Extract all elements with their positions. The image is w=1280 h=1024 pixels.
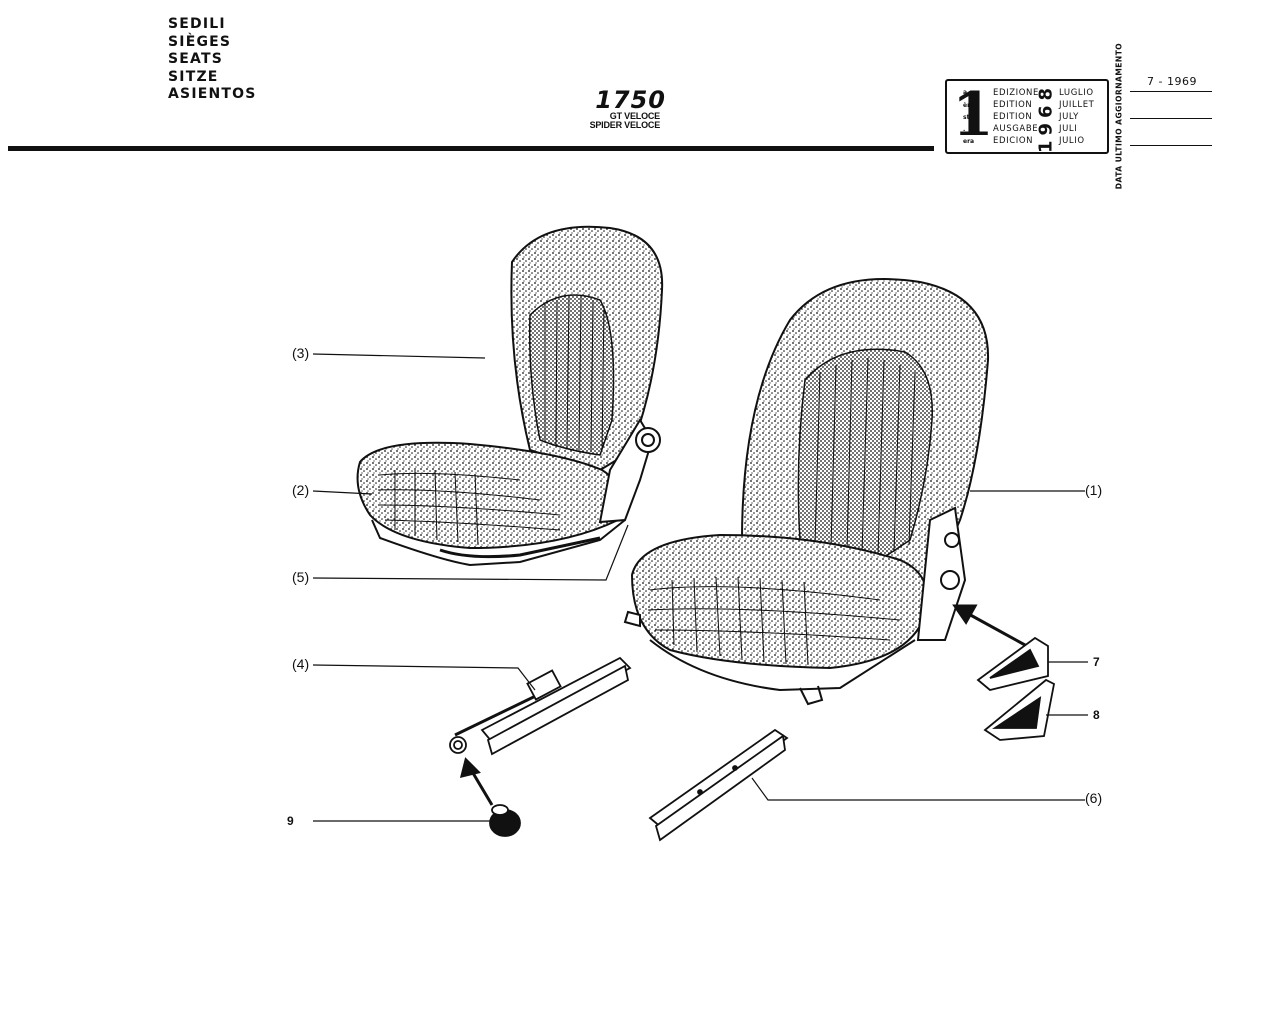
edition-month: JULI [1059, 124, 1078, 134]
edition-month: JUILLET [1059, 100, 1095, 110]
front-seat-frame [649, 639, 916, 692]
update-line [1130, 91, 1212, 92]
title-french: SIÈGES [168, 33, 232, 50]
last-update-date: 7 - 1969 [1147, 75, 1197, 88]
callout-1: (1) [1085, 482, 1103, 498]
title-german: SITZE [168, 68, 219, 85]
edition-word: EDITION [993, 112, 1033, 122]
update-line [1130, 145, 1212, 146]
callout-5: (5) [292, 569, 310, 585]
section-titles: SEDILI SIÈGES SEATS SITZE ASIENTOS [168, 16, 257, 104]
title-english: SEATS [168, 51, 224, 67]
rear-seat-backrest-panel [528, 294, 615, 456]
update-line [1130, 118, 1212, 119]
title-italian: SEDILI [168, 16, 226, 32]
edition-superscript: . [963, 126, 966, 133]
callout-6: (6) [1085, 790, 1103, 806]
edition-word: AUSGABE [993, 124, 1039, 134]
bracket-8 [983, 678, 1056, 741]
callout-8: 8 [1093, 708, 1100, 722]
leader-lines [312, 353, 1088, 822]
callout-7: 7 [1093, 655, 1100, 669]
leader-5 [312, 524, 629, 581]
model-number: 1750 [595, 86, 666, 114]
front-seat-cushion [630, 533, 929, 670]
edition-month: LUGLIO [1059, 88, 1094, 98]
callout-3: (3) [292, 345, 310, 361]
edition-number: 1 [952, 80, 994, 150]
slide-rail [648, 728, 789, 842]
edition-superscript: st [963, 114, 970, 121]
header-rule [8, 146, 934, 151]
edition-word: EDITION [993, 100, 1033, 110]
leader-6 [751, 777, 1085, 801]
callout-2: (2) [292, 482, 310, 498]
edition-month: JULY [1059, 112, 1079, 122]
bracket-7 [976, 636, 1049, 691]
model-variant-gt: GT VELOCE [609, 111, 660, 121]
callout-4: (4) [292, 656, 310, 672]
assembly-arrows [459, 604, 1026, 806]
rear-seat-frame [371, 519, 626, 567]
edition-box: 1 a ère st . era EDIZIONE EDITION EDITIO… [945, 79, 1109, 154]
callout-9: 9 [287, 814, 294, 828]
model-heading: 1750 GT VELOCE SPIDER VELOCE [580, 88, 666, 130]
edition-superscript: ère [963, 102, 975, 109]
front-seat [623, 278, 990, 706]
edition-superscript: era [963, 138, 975, 145]
leader-2 [312, 490, 373, 495]
slide-rail-with-lever [449, 656, 632, 756]
title-spanish: ASIENTOS [168, 86, 257, 102]
edition-word: EDIZIONE [993, 88, 1039, 98]
leader-4 [312, 664, 536, 691]
knob-9 [489, 804, 521, 837]
model-variant-spider: SPIDER VELOCE [589, 120, 661, 130]
edition-word: EDICION [993, 136, 1034, 146]
edition-superscript: a [963, 89, 968, 96]
rear-seat [356, 225, 664, 567]
edition-month: JULIO [1059, 136, 1085, 146]
leader-3 [312, 353, 486, 359]
